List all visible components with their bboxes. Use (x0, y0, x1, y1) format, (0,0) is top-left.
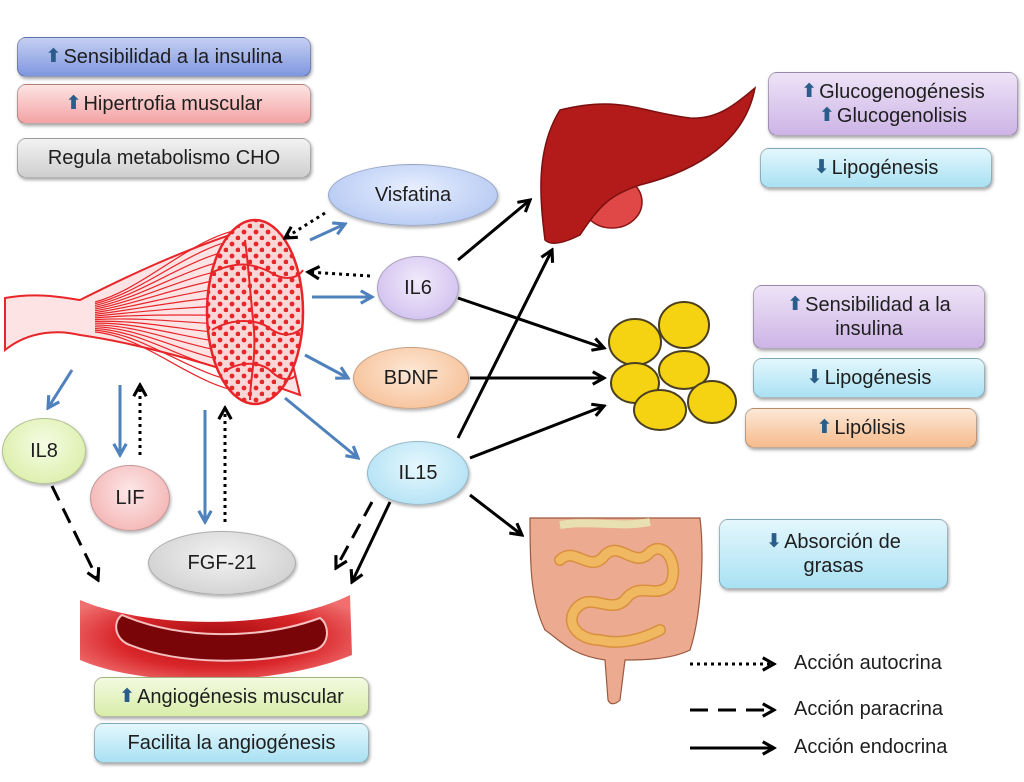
intestine-effect-fat-absorption: ⬇Absorción de grasas (719, 519, 948, 589)
node-il6: IL6 (377, 256, 459, 320)
arrow-layer (48, 200, 604, 582)
arrow-down-icon: ⬇ (766, 530, 783, 552)
arrow-up-icon: ⬆ (819, 104, 835, 126)
muscle-effect-insulin-sensitivity: ⬆Sensibilidad a la insulina (17, 37, 311, 77)
solid-arrow-icon (690, 738, 780, 758)
dotted-arrow-icon (690, 654, 780, 674)
effect-text: Absorción de (784, 531, 901, 553)
muscle-effect-hypertrophy: ⬆Hipertrofia muscular (17, 84, 311, 124)
arrow-muscle-to-bdnf (304, 353, 348, 378)
adipose-effect-lipogenesis: ⬇Lipogénesis (753, 358, 985, 398)
effect-text: Sensibilidad a la insulina (63, 46, 283, 68)
adipose-effect-lipolysis: ⬆Lipólisis (745, 408, 977, 448)
dashed-arrow-icon (690, 700, 780, 720)
node-label: IL8 (30, 439, 58, 462)
node-label: IL15 (398, 461, 438, 484)
node-label: Visfatina (374, 183, 452, 206)
arrow-muscle-to-il8 (48, 369, 74, 408)
effect-text: Lipólisis (834, 417, 906, 439)
effect-text: Glucogenolisis (836, 105, 967, 127)
arrow-il15-to-vessel-endocrine (352, 501, 392, 582)
node-il8: IL8 (2, 418, 86, 484)
arrow-il15-to-vessel-paracrine (336, 501, 374, 568)
legend-label: Acción autocrina (794, 652, 942, 674)
vessel-effect-facilitates-angiogenesis: Facilita la angiogénesis (94, 723, 369, 763)
arrow-up-icon: ⬆ (65, 92, 82, 114)
adipocyte-cluster (608, 301, 737, 431)
arrow-up-icon: ⬆ (787, 293, 804, 315)
effect-text: Regula metabolismo CHO (47, 147, 281, 169)
arrow-il15-to-liver (456, 250, 552, 439)
effect-text: Glucogenogénesis (819, 81, 985, 103)
arrow-muscle-to-il15 (284, 396, 358, 458)
arrow-il6-to-liver (457, 200, 530, 262)
effect-text: grasas (803, 555, 864, 577)
effect-text: Angiogénesis muscular (137, 686, 344, 708)
effect-text: insulina (835, 318, 903, 340)
arrow-il8-to-vessel (50, 485, 98, 580)
liver-illustration (540, 86, 757, 245)
effect-text: Lipogénesis (831, 157, 939, 179)
vessel-effect-angiogenesis: ⬆Angiogénesis muscular (94, 677, 369, 717)
node-lif: LIF (90, 465, 170, 531)
liver-effect-lipogenesis: ⬇Lipogénesis (760, 148, 992, 188)
arrow-il15-to-intestine (469, 493, 522, 535)
legend-item-endocrine: Acción endocrina (690, 736, 947, 759)
arrow-il15-to-adipose (469, 406, 604, 460)
legend-item-autocrine: Acción autocrina (690, 652, 942, 675)
arrow-down-icon: ⬇ (806, 366, 823, 388)
legend-label: Acción endocrina (794, 736, 948, 758)
node-label: IL6 (404, 276, 432, 299)
blood-vessel-illustration (80, 595, 352, 681)
legend-label: Acción paracrina (794, 698, 943, 720)
arrow-up-icon: ⬆ (801, 80, 818, 102)
node-visfatina: Visfatina (328, 164, 498, 226)
intestine-illustration (529, 517, 703, 705)
muscle-effect-cho-metabolism: Regula metabolismo CHO (17, 138, 311, 178)
effect-text: Hipertrofia muscular (83, 93, 263, 115)
node-fgf21: FGF-21 (148, 531, 296, 595)
arrow-up-icon: ⬆ (119, 685, 136, 707)
arrow-up-icon: ⬆ (816, 416, 833, 438)
node-label: FGF-21 (187, 551, 257, 574)
arrow-muscle-to-visfatina (309, 224, 345, 242)
adipose-effect-insulin-sensitivity: ⬆Sensibilidad a la insulina (753, 285, 985, 349)
effect-text: Sensibilidad a la (805, 294, 951, 316)
arrow-up-icon: ⬆ (45, 45, 62, 67)
effect-text: Lipogénesis (824, 367, 932, 389)
node-bdnf: BDNF (353, 347, 469, 409)
effect-text: Facilita la angiogénesis (127, 732, 336, 754)
node-label: BDNF (383, 366, 439, 389)
node-label: LIF (115, 486, 145, 509)
arrow-down-icon: ⬇ (813, 156, 830, 178)
arrow-visfatina-autocrine (285, 211, 326, 238)
node-il15: IL15 (367, 441, 469, 505)
liver-effect-glucose: ⬆Glucogenogénesis ⬆Glucogenolisis (768, 72, 1018, 136)
legend-item-paracrine: Acción paracrina (690, 698, 943, 721)
arrow-il6-autocrine (308, 272, 371, 276)
muscle-illustration (4, 218, 305, 406)
arrow-il6-to-adipose (457, 296, 604, 348)
